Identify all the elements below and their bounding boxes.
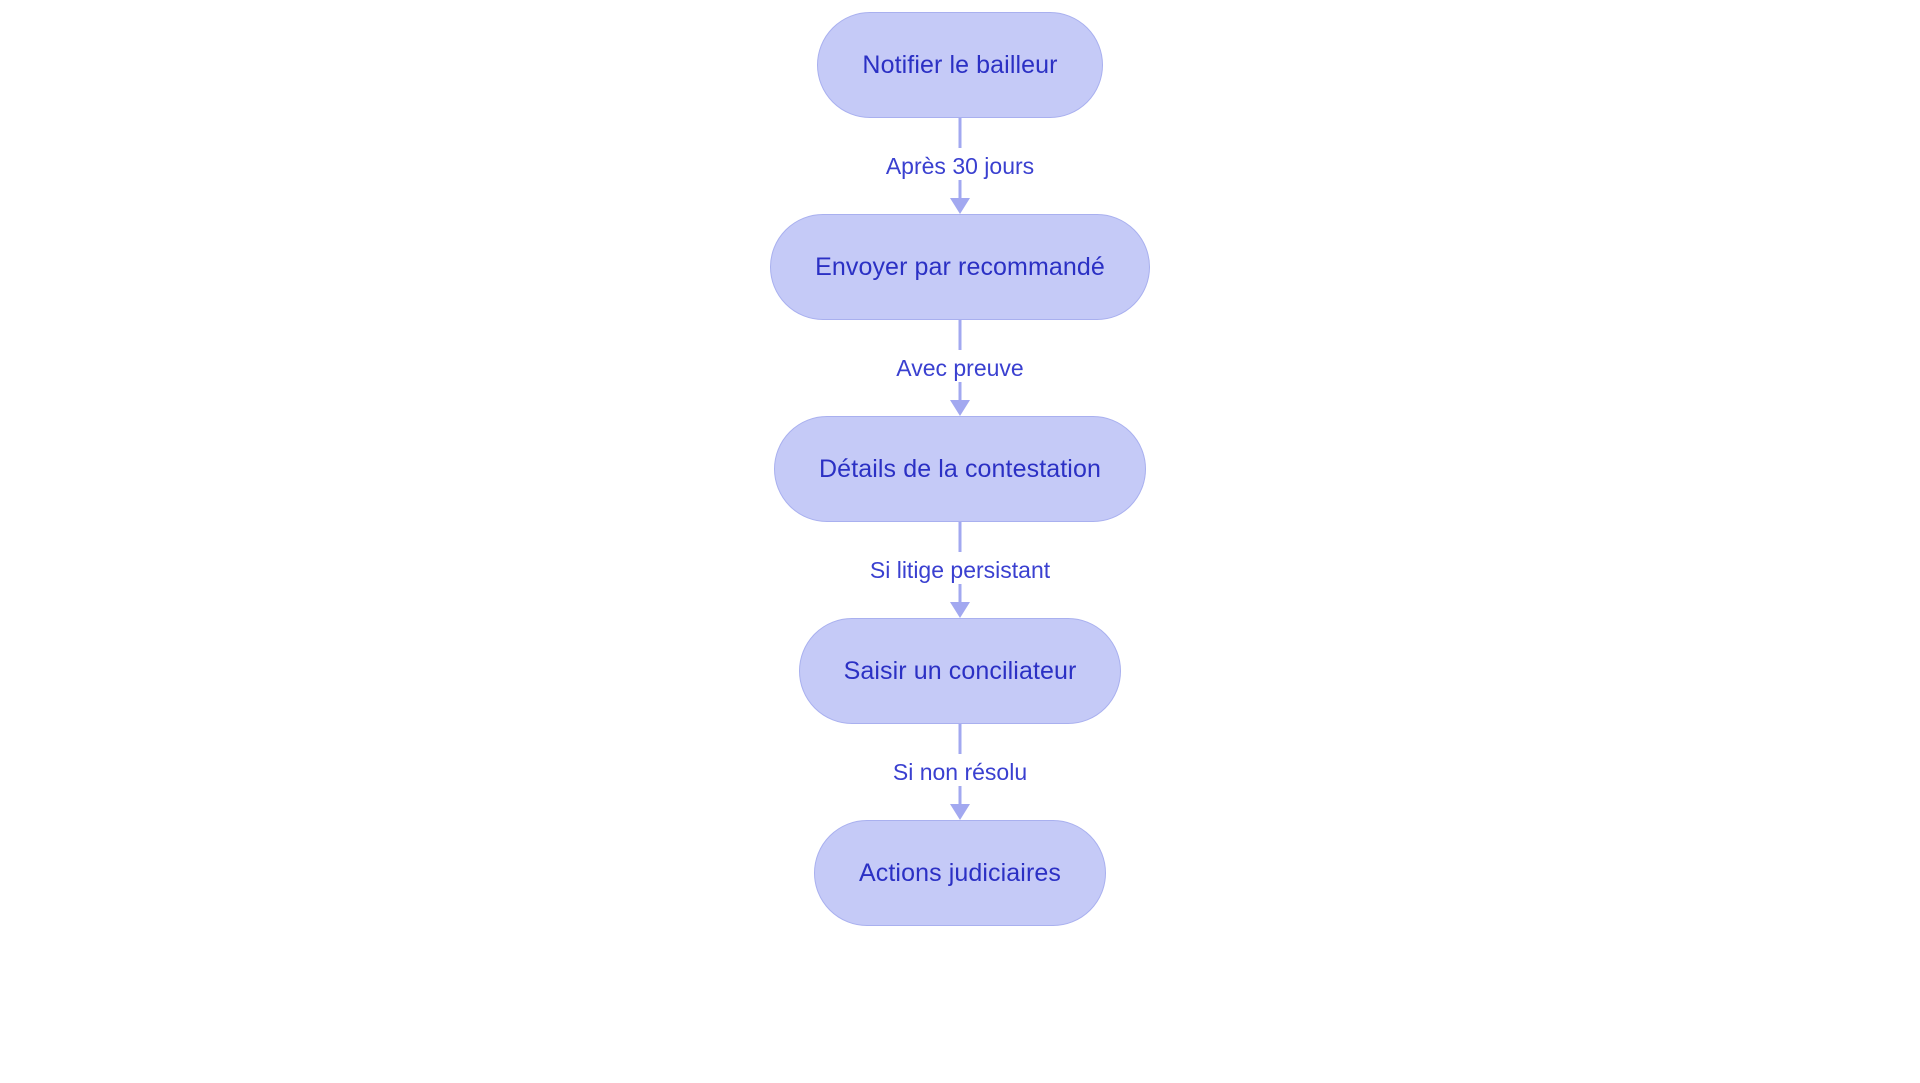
flow-node-envoyer-par-recommande[interactable]: Envoyer par recommandé: [770, 214, 1150, 320]
flow-node-label: Envoyer par recommandé: [815, 252, 1105, 281]
arrow-down-icon: [950, 400, 970, 416]
edge-line-lower: [958, 786, 962, 806]
arrow-down-icon: [950, 602, 970, 618]
flow-node-details-de-la-contestation[interactable]: Détails de la contestation: [774, 416, 1146, 522]
flow-edge-label-apres-30-jours: Après 30 jours: [880, 152, 1040, 180]
edge-line-upper: [958, 320, 962, 350]
flow-edge-label-si-non-resolu: Si non résolu: [887, 758, 1033, 786]
flow-node-label: Notifier le bailleur: [862, 50, 1058, 79]
flow-node-label: Détails de la contestation: [819, 454, 1101, 483]
arrow-down-icon: [950, 804, 970, 820]
flow-node-saisir-un-conciliateur[interactable]: Saisir un conciliateur: [798, 618, 1122, 724]
flow-edge-label-avec-preuve: Avec preuve: [891, 354, 1029, 382]
flow-edge-3: Si litige persistant: [830, 522, 1090, 618]
edge-line-lower: [958, 584, 962, 604]
edge-line-lower: [958, 382, 962, 402]
flow-edge-1: Après 30 jours: [830, 118, 1090, 214]
edge-line-upper: [958, 724, 962, 754]
flow-node-label: Saisir un conciliateur: [843, 656, 1077, 685]
flow-node-label: Actions judiciaires: [859, 858, 1061, 887]
flow-edge-4: Si non résolu: [830, 724, 1090, 820]
edge-line-upper: [958, 118, 962, 148]
flow-edge-2: Avec preuve: [830, 320, 1090, 416]
arrow-down-icon: [950, 198, 970, 214]
flow-node-actions-judiciaires[interactable]: Actions judiciaires: [814, 820, 1106, 926]
flow-edge-label-si-litige-persistant: Si litige persistant: [864, 556, 1056, 584]
edge-line-upper: [958, 522, 962, 552]
edge-line-lower: [958, 180, 962, 200]
flow-node-notifier-le-bailleur[interactable]: Notifier le bailleur: [817, 12, 1103, 118]
